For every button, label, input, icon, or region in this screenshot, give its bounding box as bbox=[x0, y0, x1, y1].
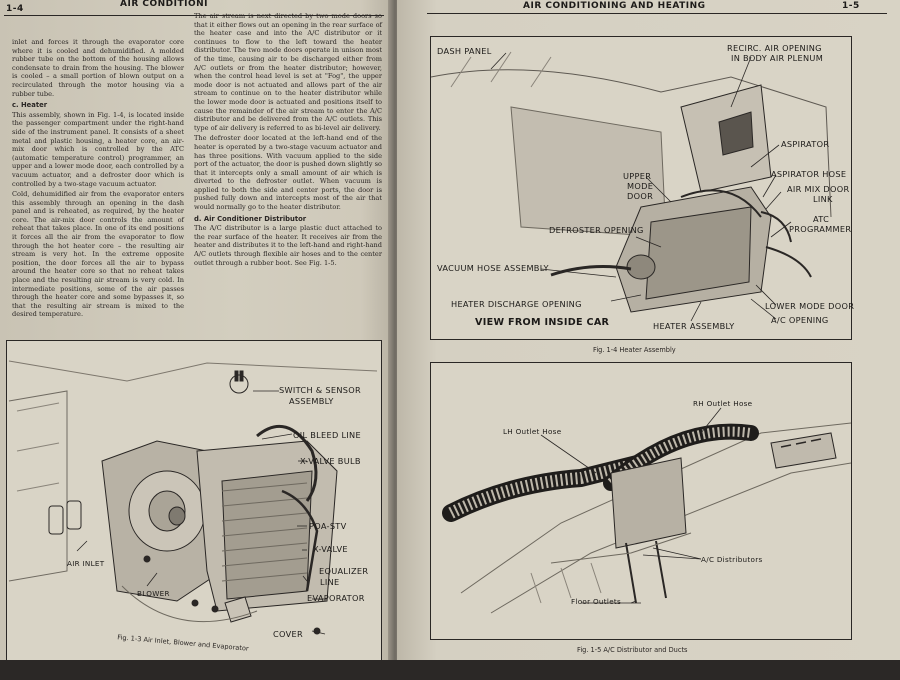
label-evaporator: EVAPORATOR bbox=[307, 593, 365, 603]
label-oil-bleed-line: OIL BLEED LINE bbox=[293, 430, 361, 440]
label-rh-outlet-hose: RH Outlet Hose bbox=[693, 399, 753, 408]
left-page-number: 1-4 bbox=[6, 4, 24, 14]
label-defroster-opening: DEFROSTER OPENING bbox=[549, 225, 644, 235]
distributor-ducts-illustration bbox=[442, 407, 851, 614]
figure-1-3: SWITCH & SENSOR ASSEMBLY OIL BLEED LINE … bbox=[6, 340, 382, 664]
figure-1-5: RH Outlet Hose LH Outlet Hose A/C Distri… bbox=[430, 362, 852, 640]
label-mode: MODE bbox=[627, 181, 654, 191]
label-poa-stv: POA-STV bbox=[309, 521, 347, 531]
label-view-from-inside: VIEW FROM INSIDE CAR bbox=[475, 317, 610, 328]
section-c-paragraph-2: Cold, dehumidified air from the evaporat… bbox=[12, 190, 184, 319]
label-ac-opening: A/C OPENING bbox=[771, 315, 829, 325]
label-heater-discharge: HEATER DISCHARGE OPENING bbox=[451, 299, 582, 309]
section-d-heading: d. Air Conditioner Distributor bbox=[194, 214, 307, 223]
label-vacuum-hose: VACUUM HOSE ASSEMBLY bbox=[437, 263, 549, 273]
label-ac-distributors: A/C Distributors bbox=[701, 555, 763, 564]
section-d-paragraph: The A/C distributor is a large plastic d… bbox=[194, 224, 382, 267]
section-c-heading: c. Heater bbox=[12, 101, 48, 110]
left-running-head: AIR CONDITIONI bbox=[120, 0, 209, 9]
label-air-mix-door: AIR MIX DOOR bbox=[787, 184, 850, 194]
label-x-valve-bulb: X-VALVE BULB bbox=[300, 456, 361, 466]
label-lower-mode-door: LOWER MODE DOOR bbox=[765, 301, 855, 311]
label-programmer: PROGRAMMER bbox=[789, 224, 852, 234]
label-switch-sensor: SWITCH & SENSOR bbox=[279, 385, 362, 395]
label-air-inlet: AIR INLET bbox=[67, 559, 105, 568]
label-upper: UPPER bbox=[623, 171, 652, 181]
figure-1-4-caption: Fig. 1-4 Heater Assembly bbox=[593, 346, 676, 354]
label-dash-panel: DASH PANEL bbox=[437, 46, 492, 56]
desk-surface bbox=[0, 660, 900, 680]
left-column-2: The air stream is next directed by two m… bbox=[194, 12, 382, 269]
label-lh-outlet-hose: LH Outlet Hose bbox=[503, 427, 562, 436]
col2-paragraph-1: The air stream is next directed by two m… bbox=[194, 12, 382, 132]
label-x-valve: X-VALVE bbox=[313, 544, 348, 554]
right-header-rule bbox=[427, 13, 887, 14]
label-air-mix-link: LINK bbox=[813, 194, 833, 204]
right-page-number: 1-5 bbox=[842, 1, 860, 11]
right-running-head: AIR CONDITIONING AND HEATING bbox=[523, 1, 706, 11]
evaporator-illustration bbox=[8, 360, 378, 635]
col2-paragraph-2: The defroster door located at the left-h… bbox=[194, 134, 382, 212]
label-cover: COVER bbox=[273, 629, 303, 639]
label-recirc-opening: RECIRC. AIR OPENING bbox=[727, 43, 822, 53]
left-page: 1-4 AIR CONDITIONI inlet and forces it t… bbox=[0, 0, 392, 672]
figure-1-5-caption: Fig. 1-5 A/C Distributor and Ducts bbox=[577, 646, 688, 654]
label-switch-sensor-2: ASSEMBLY bbox=[289, 396, 334, 406]
col1-top-paragraph: inlet and forces it through the evaporat… bbox=[12, 38, 184, 98]
label-atc: ATC bbox=[813, 214, 830, 224]
heater-assembly-illustration bbox=[431, 51, 832, 322]
figure-1-4: DASH PANEL RECIRC. AIR OPENING IN BODY A… bbox=[430, 36, 855, 340]
section-c-paragraph-1: This assembly, shown in Fig. 1-4, is loc… bbox=[12, 110, 184, 188]
label-equalizer: EQUALIZER bbox=[319, 566, 369, 576]
label-aspirator: ASPIRATOR bbox=[781, 139, 830, 149]
label-heater-assembly: HEATER ASSEMBLY bbox=[653, 321, 735, 331]
left-column-1: inlet and forces it through the evaporat… bbox=[12, 38, 184, 321]
label-blower: BLOWER bbox=[137, 589, 170, 598]
left-header-rule bbox=[4, 15, 384, 16]
label-floor-outlets: Floor Outlets bbox=[571, 597, 622, 606]
label-equalizer-line: LINE bbox=[320, 577, 340, 587]
label-aspirator-hose: ASPIRATOR HOSE bbox=[771, 169, 847, 179]
right-page: AIR CONDITIONING AND HEATING 1-5 bbox=[397, 0, 900, 672]
label-recirc-plenum: IN BODY AIR PLENUM bbox=[731, 53, 824, 63]
label-door: DOOR bbox=[627, 191, 654, 201]
